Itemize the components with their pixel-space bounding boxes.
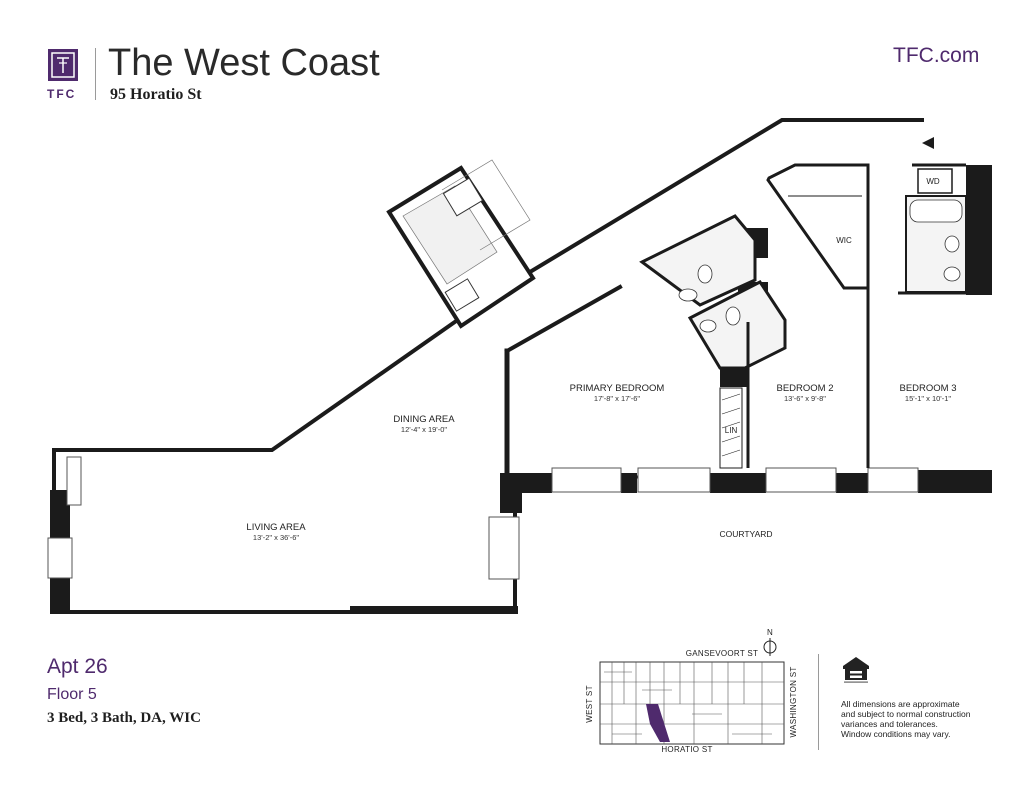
entry-arrow-icon	[922, 137, 934, 149]
unit-summary: 3 Bed, 3 Bath, DA, WIC	[47, 710, 201, 726]
bedroom-3-label: BEDROOM 3	[899, 383, 956, 394]
exterior-walls	[52, 118, 992, 614]
building-address: 95 Horatio St	[110, 86, 202, 103]
kitchen	[386, 159, 536, 329]
bedroom-3-dimensions: 15'-1" x 10'-1"	[905, 394, 951, 403]
bedroom-2-dimensions: 13'-6" x 9'-8"	[784, 394, 826, 403]
key-plan: N GANSEVOORT ST HORATIO ST WEST ST WASHI…	[585, 628, 798, 754]
primary-bedroom-dimensions: 17'-8" x 17'-6"	[594, 394, 640, 403]
key-plan-highlighted-unit	[646, 704, 670, 742]
floor-plan: PRIMARY BEDROOM 17'-8" x 17'-6" BEDROOM …	[47, 118, 992, 614]
equal-housing-opportunity-icon	[841, 655, 871, 690]
windows	[47, 456, 919, 580]
dining-area-dimensions: 12'-4" x 19'-0"	[401, 425, 447, 434]
footer-divider	[818, 654, 819, 750]
north-arrow-icon: N	[763, 628, 777, 656]
second-bathroom	[687, 280, 787, 370]
dining-area-label: DINING AREA	[393, 414, 455, 425]
third-bathroom	[905, 168, 967, 293]
primary-bathroom	[639, 214, 757, 307]
washer-dryer-label: WD	[926, 177, 940, 186]
courtyard-label: COURTYARD	[719, 529, 772, 539]
header-divider	[95, 48, 96, 100]
disclaimer-line: Window conditions may vary.	[841, 729, 951, 739]
disclaimer-line: variances and tolerances.	[841, 719, 938, 729]
living-area-dimensions: 13'-2" x 36'-6"	[253, 533, 299, 542]
website-link[interactable]: TFC.com	[893, 44, 980, 67]
brand-abbreviation: TFC	[47, 87, 77, 101]
key-plan-lots	[600, 662, 784, 744]
street-label-bottom: HORATIO ST	[661, 745, 712, 754]
bedroom-2-label: BEDROOM 2	[776, 383, 833, 394]
building-title: The West Coast	[108, 42, 380, 84]
street-label-left: WEST ST	[585, 685, 594, 723]
disclaimer-line: and subject to normal construction	[841, 709, 971, 719]
linen-closet-label: LIN	[725, 426, 738, 435]
street-label-right: WASHINGTON ST	[789, 666, 798, 737]
wic-label: WIC	[836, 236, 852, 245]
apartment-number: Apt 26	[47, 655, 108, 678]
floor-label: Floor 5	[47, 686, 97, 703]
north-label: N	[767, 628, 773, 637]
tfc-logo-icon	[48, 49, 78, 81]
wall-blocks	[50, 165, 992, 614]
disclaimer: All dimensions are approximate and subje…	[841, 699, 1001, 739]
living-area-label: LIVING AREA	[246, 522, 306, 533]
primary-bedroom-label: PRIMARY BEDROOM	[570, 383, 665, 394]
street-label-top: GANSEVOORT ST	[686, 649, 759, 658]
disclaimer-line: All dimensions are approximate	[841, 699, 960, 709]
